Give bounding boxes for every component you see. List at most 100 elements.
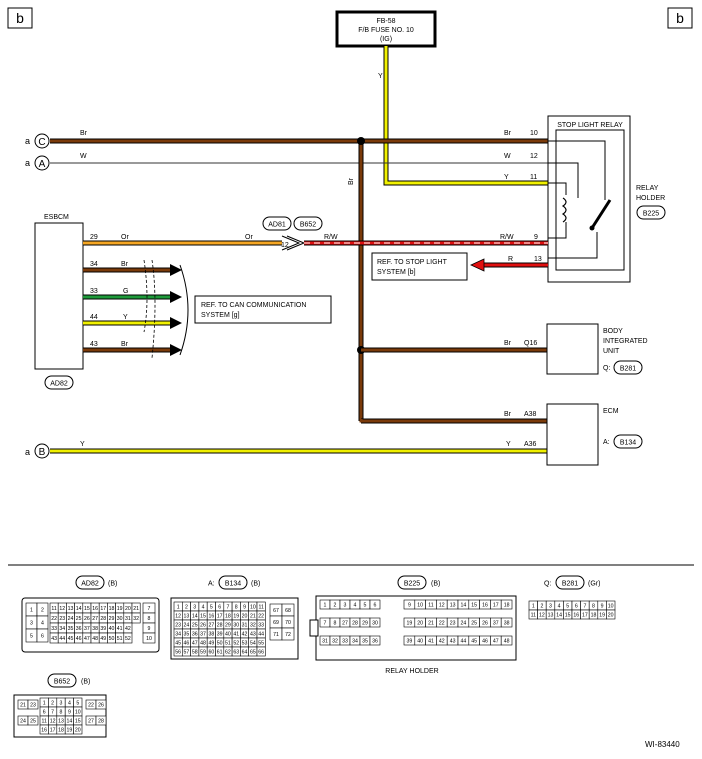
svg-text:17: 17 bbox=[582, 613, 588, 619]
ad82-pin: 31 bbox=[123, 612, 133, 624]
svg-text:44: 44 bbox=[461, 639, 467, 645]
b652-pin: 19 bbox=[64, 724, 74, 735]
svg-text:14: 14 bbox=[461, 603, 467, 609]
svg-text:54: 54 bbox=[250, 641, 256, 647]
esbcm-box bbox=[34, 222, 84, 370]
relay-pin11-color: Y bbox=[504, 174, 509, 181]
svg-text:12: 12 bbox=[439, 603, 445, 609]
svg-text:18: 18 bbox=[504, 603, 510, 609]
ad82-pin: 48 bbox=[90, 632, 100, 644]
svg-text:62: 62 bbox=[225, 650, 231, 656]
b652-pin: 26 bbox=[95, 699, 107, 710]
b225-pin: 7 bbox=[319, 617, 331, 628]
ad82-pin: 25 bbox=[74, 612, 84, 624]
b652-pin: 15 bbox=[73, 715, 83, 726]
svg-text:13: 13 bbox=[450, 603, 456, 609]
b225-pin: 13 bbox=[446, 599, 459, 610]
b134-pin: 26 bbox=[198, 619, 208, 630]
svg-text:11: 11 bbox=[531, 613, 536, 619]
svg-text:29: 29 bbox=[225, 623, 231, 629]
ad82-pin: 2 bbox=[36, 602, 49, 617]
svg-text:3: 3 bbox=[549, 604, 552, 610]
b652-pin: 21 bbox=[17, 699, 29, 710]
svg-text:7: 7 bbox=[51, 710, 54, 716]
ad82-pin: 8 bbox=[142, 612, 156, 624]
esbcm-pin44-num: 44 bbox=[90, 314, 98, 321]
relay-int-2 bbox=[548, 162, 579, 198]
svg-text:1: 1 bbox=[177, 605, 180, 611]
svg-text:4: 4 bbox=[41, 621, 44, 627]
svg-text:28: 28 bbox=[98, 719, 104, 725]
svg-text:2: 2 bbox=[334, 603, 337, 609]
svg-text:36: 36 bbox=[372, 639, 378, 645]
svg-text:16: 16 bbox=[208, 614, 214, 620]
legend-ad82-color: (B) bbox=[108, 581, 117, 588]
b134-pin: 67 bbox=[269, 603, 283, 617]
conn-c-letter: C bbox=[38, 137, 45, 148]
svg-text:11: 11 bbox=[258, 605, 263, 611]
svg-text:71: 71 bbox=[273, 632, 279, 638]
stop-light-relay bbox=[555, 129, 625, 271]
b281-pin: 10 bbox=[606, 600, 616, 611]
ecm-prefix: A: bbox=[603, 439, 610, 446]
b134-pin: 69 bbox=[269, 615, 283, 629]
b225-pin: 37 bbox=[490, 617, 502, 628]
ad82-pin: 26 bbox=[82, 612, 92, 624]
ad82-pin: 1 bbox=[25, 602, 38, 617]
svg-text:7: 7 bbox=[148, 606, 151, 612]
joint-color-in: Or bbox=[245, 234, 253, 241]
b134-pin: 42 bbox=[240, 628, 249, 639]
svg-text:57: 57 bbox=[184, 650, 190, 656]
svg-text:16: 16 bbox=[482, 603, 488, 609]
esbcm-connector: AD82 bbox=[50, 381, 68, 388]
svg-text:26: 26 bbox=[200, 623, 206, 629]
b134-pin: 44 bbox=[256, 628, 266, 639]
svg-text:7: 7 bbox=[324, 621, 327, 627]
b134-pin: 47 bbox=[190, 637, 200, 648]
svg-text:10: 10 bbox=[417, 603, 423, 609]
b652-pin: 28 bbox=[95, 715, 107, 726]
svg-text:19: 19 bbox=[67, 728, 73, 734]
esbcm-connector-oval bbox=[44, 375, 74, 390]
b134-pin: 41 bbox=[231, 628, 241, 639]
svg-text:8: 8 bbox=[334, 621, 337, 627]
svg-text:6: 6 bbox=[374, 603, 377, 609]
svg-text:13: 13 bbox=[68, 606, 74, 612]
fuse-line-3: (IG) bbox=[380, 36, 392, 43]
svg-text:33: 33 bbox=[258, 623, 264, 629]
b225-pin: 5 bbox=[359, 599, 371, 610]
body-connector-oval bbox=[613, 360, 643, 375]
b134-pin: 13 bbox=[182, 610, 191, 621]
b225-pin: 14 bbox=[457, 599, 470, 610]
conn-a-circle bbox=[34, 155, 50, 171]
svg-text:24: 24 bbox=[68, 616, 74, 622]
b134-pin: 57 bbox=[182, 646, 191, 657]
b134-pin: 7 bbox=[223, 601, 233, 612]
svg-text:17: 17 bbox=[493, 603, 499, 609]
svg-text:37: 37 bbox=[200, 632, 206, 638]
relay-pin9-num: 9 bbox=[534, 234, 538, 241]
b652-pin: 25 bbox=[27, 715, 39, 726]
ad82-pin: 9 bbox=[142, 622, 156, 634]
svg-text:45: 45 bbox=[68, 636, 74, 642]
b281-pin: 4 bbox=[554, 600, 564, 611]
svg-text:14: 14 bbox=[76, 606, 82, 612]
b225-pin: 24 bbox=[457, 617, 470, 628]
svg-text:8: 8 bbox=[148, 616, 151, 622]
b134-pin: 72 bbox=[281, 627, 295, 641]
b652-pin: 27 bbox=[85, 715, 97, 726]
svg-text:39: 39 bbox=[100, 626, 106, 632]
b134-pin: 63 bbox=[231, 646, 241, 657]
b225-pin: 26 bbox=[479, 617, 491, 628]
legend-b225-color: (B) bbox=[431, 581, 440, 588]
svg-text:59: 59 bbox=[200, 650, 206, 656]
b225-pin: 42 bbox=[436, 635, 448, 646]
ecm-a38-color: Br bbox=[504, 411, 512, 418]
b281-pin: 8 bbox=[588, 600, 599, 611]
svg-text:18: 18 bbox=[225, 614, 231, 620]
b134-pin: 5 bbox=[206, 601, 216, 612]
relay-holder bbox=[547, 115, 631, 283]
b225-pin: 25 bbox=[468, 617, 480, 628]
svg-text:42: 42 bbox=[242, 632, 248, 638]
b134-pin: 45 bbox=[173, 637, 183, 648]
